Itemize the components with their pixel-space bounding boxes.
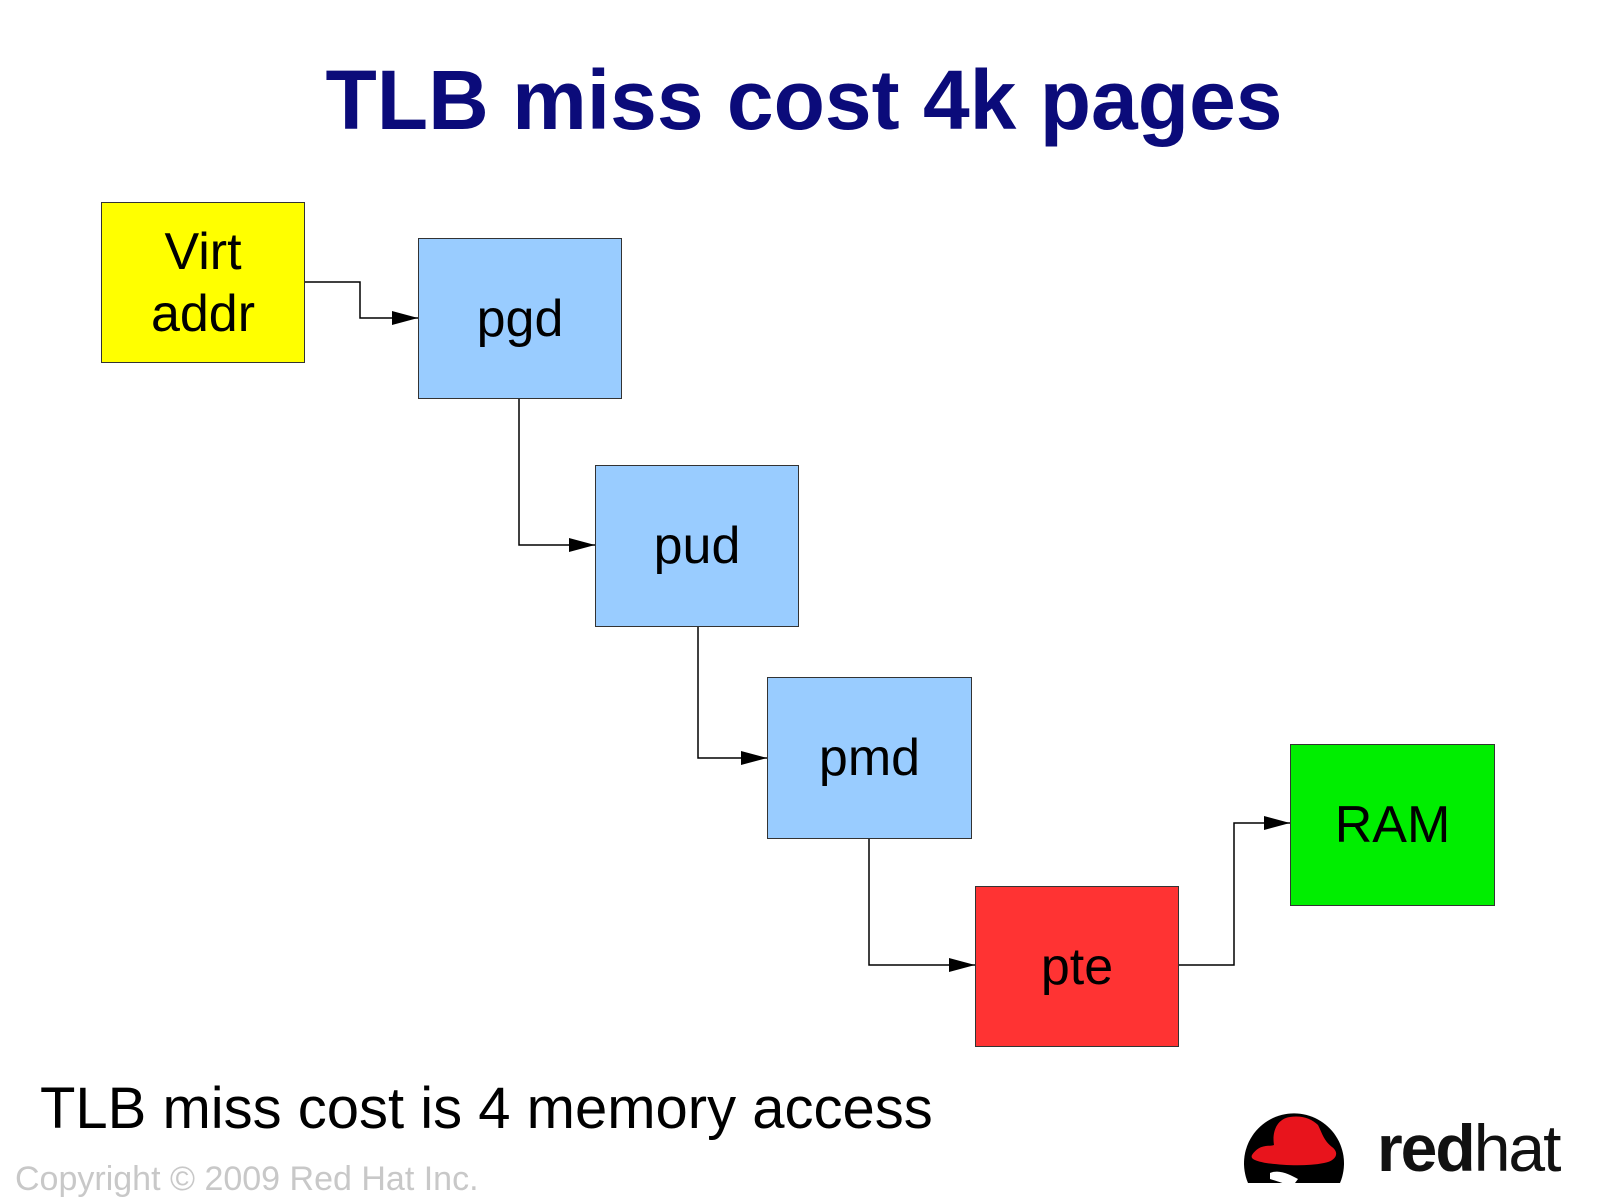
slide-title: TLB miss cost 4k pages [325, 53, 1283, 147]
copyright-text: Copyright © 2009 Red Hat Inc. [15, 1160, 479, 1198]
arrow-pte-to-ram [1178, 816, 1290, 966]
pgd-label: pgd [476, 289, 564, 348]
pud-label: pud [653, 517, 741, 575]
ram-label: RAM [1334, 796, 1451, 854]
arrow-virt-to-pgd [304, 281, 418, 325]
redhat-shadowman-logo-icon [1244, 1113, 1344, 1187]
pgd-box: pgd [418, 238, 622, 399]
wordmark-red: red [1377, 1111, 1476, 1185]
ram-box: RAM [1290, 744, 1495, 906]
pte-label: pte [1040, 937, 1114, 996]
pmd-box: pmd [767, 677, 972, 839]
pmd-label: pmd [818, 729, 921, 787]
pte-box: pte [975, 886, 1179, 1047]
pud-box: pud [595, 465, 799, 627]
arrow-pmd-to-pte [868, 838, 975, 972]
virt-label: Virt [164, 222, 242, 281]
redhat-wordmark: redhat [1377, 1110, 1562, 1186]
virt-addr-box: Virt addr [101, 202, 305, 363]
arrow-pgd-to-pud [518, 398, 595, 552]
wordmark-hat: hat [1473, 1111, 1562, 1185]
footer-text: TLB miss cost is 4 memory access [40, 1076, 933, 1141]
arrow-pud-to-pmd [697, 626, 767, 765]
addr-label: addr [150, 284, 256, 343]
